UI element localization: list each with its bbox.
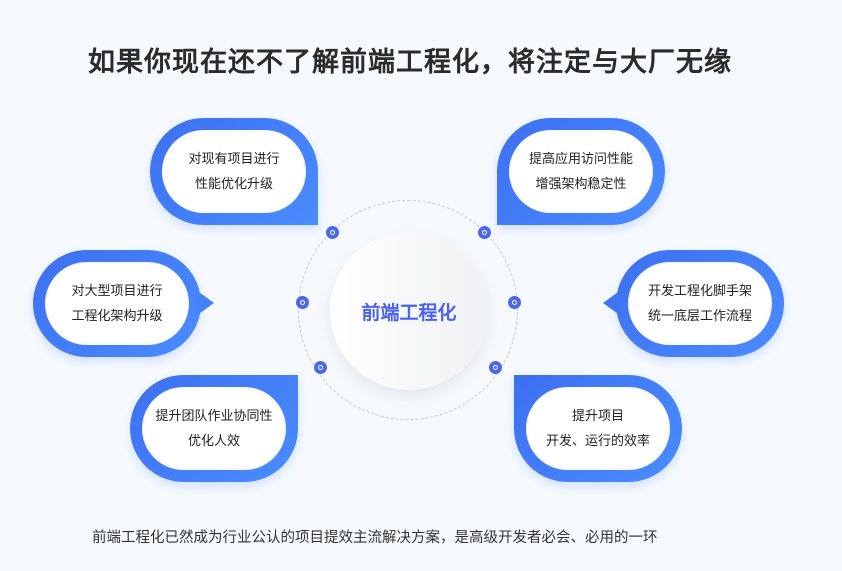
- bubble-stability: 提高应用访问性能增强架构稳定性: [497, 118, 665, 225]
- bubble-text: 工程化架构升级: [71, 308, 163, 324]
- bubble-text: 增强架构稳定性: [535, 176, 627, 192]
- bubble-text: 统一底层工作流程: [647, 308, 752, 324]
- bubble-performance: 对现有项目进行性能优化升级: [150, 118, 318, 225]
- node-dot: [478, 226, 491, 239]
- footer-caption: 前端工程化已然成为行业公认的项目提效主流解决方案，是高级开发者必会、必用的一环: [92, 530, 658, 546]
- bubble-text: 开发、运行的效率: [545, 433, 650, 449]
- bubble-text: 开发工程化脚手架: [647, 283, 752, 299]
- node-dot: [326, 226, 339, 239]
- bubble-team: 提升团队作业协同性优化人效: [130, 375, 298, 482]
- bubble-text: 提升项目: [571, 408, 624, 424]
- bubble-text: 提高应用访问性能: [528, 151, 633, 167]
- center-circle: 前端工程化: [330, 232, 488, 390]
- bubble-text: 对大型项目进行: [71, 283, 163, 299]
- node-dot: [314, 361, 327, 374]
- bubble-text: 提升团队作业协同性: [155, 408, 273, 424]
- center-label: 前端工程化: [361, 301, 457, 324]
- bubble-text: 性能优化升级: [194, 176, 273, 192]
- bubble-scaffold: 开发工程化脚手架统一底层工作流程: [603, 250, 784, 357]
- bubble-text: 优化人效: [187, 433, 240, 449]
- page-title: 如果你现在还不了解前端工程化，将注定与大厂无缘: [88, 47, 732, 78]
- node-dot: [489, 361, 502, 374]
- node-dot: [296, 296, 309, 309]
- dashed-orbit: [298, 200, 518, 420]
- bubble-efficiency: 提升项目开发、运行的效率: [514, 375, 682, 482]
- node-dot: [508, 296, 521, 309]
- bubble-architecture: 对大型项目进行工程化架构升级: [33, 250, 214, 357]
- bubble-text: 对现有项目进行: [188, 151, 280, 167]
